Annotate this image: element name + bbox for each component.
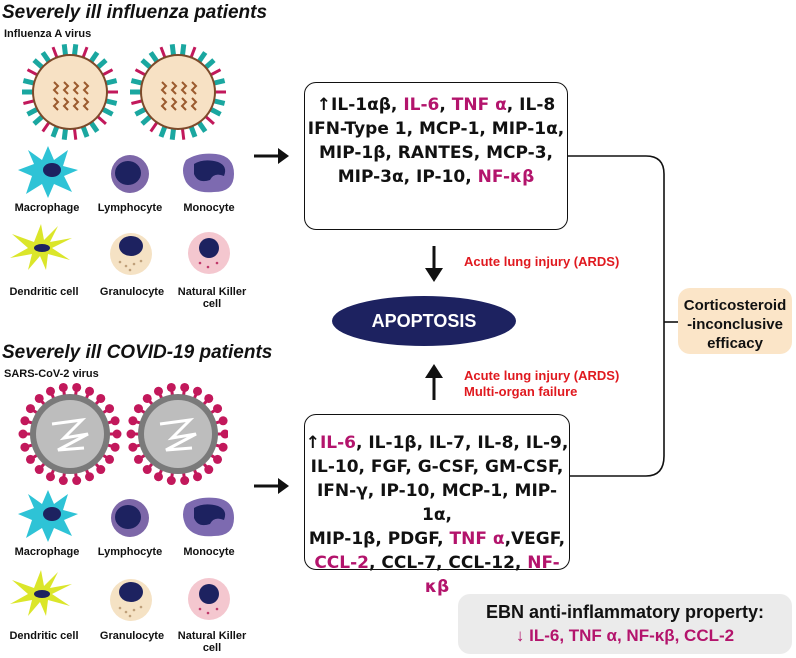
covid-cytokine-box: ↑IL-6, IL-1β, IL-7, IL-8, IL-9,IL-10, FG… (304, 414, 570, 597)
arrow-right-icon (254, 148, 289, 164)
cytokine-line: MIP-1β, PDGF, TNF α,VEGF, (305, 527, 569, 551)
cytokine-line: MIP-3α, IP-10, NF-κβ (305, 165, 567, 189)
covid-virus-label: SARS-CoV-2 virus (4, 368, 99, 380)
cell-label-macrophage: Macrophage (14, 202, 80, 214)
corticosteroid-line-1: Corticosteroid (683, 297, 787, 314)
cytokine-text: MIP-3α, IP-10, (337, 167, 478, 187)
cell-label-natural-killer: Natural Killer cell (177, 630, 247, 654)
lymphocyte-icon (111, 499, 149, 537)
cytokine-line: IFN-γ, IP-10, MCP-1, MIP-1α, (305, 479, 569, 527)
cytokine-line: ↑IL-1αβ, IL-6, TNF α, IL-8 (305, 93, 567, 117)
corticosteroid-box: Corticosteroid -inconclusive efficacy (678, 288, 792, 354)
covid-outcome-multi-organ: Multi-organ failure (464, 384, 578, 399)
highlighted-cytokine: TNF α (451, 95, 507, 115)
cell-label-monocyte: Monocyte (183, 202, 235, 214)
macrophage-icon (18, 490, 78, 542)
cytokine-text: MIP-1β, PDGF, (308, 529, 450, 549)
cytokine-line: ↑IL-6, IL-1β, IL-7, IL-8, IL-9, (305, 431, 569, 455)
lymphocyte-icon (111, 155, 149, 193)
cell-label-lymphocyte: Lymphocyte (97, 202, 163, 214)
arrow-right-icon (254, 478, 289, 494)
ebn-title: EBN anti-inflammatory property: (485, 602, 765, 622)
connector-bracket (568, 155, 678, 477)
monocyte-icon (183, 497, 234, 537)
cytokine-text: IFN-Type 1, MCP-1, MIP-1α, (307, 119, 565, 139)
monocyte-icon (183, 153, 234, 193)
sars-cov-2-virus-illustration (18, 382, 228, 486)
cytokine-text: IL-1αβ, (331, 95, 404, 115)
natural-killer-cell-icon (188, 578, 230, 620)
highlighted-cytokine: CCL-2 (314, 553, 369, 573)
dendritic-cell-icon (10, 224, 72, 270)
cell-label-monocyte: Monocyte (183, 546, 235, 558)
cell-label-granulocyte: Granulocyte (99, 630, 165, 642)
cytokine-text: IFN-γ, IP-10, MCP-1, MIP-1α, (316, 481, 558, 525)
cytokine-line: MIP-1β, RANTES, MCP-3, (305, 141, 567, 165)
highlighted-cytokine: IL-6 (403, 95, 440, 115)
cytokine-text: , CCL-7, CCL-12, (369, 553, 528, 573)
cytokine-text: , IL-1β, IL-7, IL-8, IL-9, (355, 433, 569, 453)
highlighted-cytokine: IL-6 (319, 433, 356, 453)
dendritic-cell-icon (10, 570, 72, 616)
influenza-title: Severely ill influenza patients (2, 2, 268, 23)
ebn-box: EBN anti-inflammatory property: ↓ IL-6, … (458, 594, 792, 654)
cytokine-text: , (439, 95, 452, 115)
corticosteroid-line-2: -inconclusive (687, 316, 783, 333)
highlighted-cytokine: TNF α (449, 529, 505, 549)
cytokine-text: ↑ (305, 433, 320, 453)
natural-killer-cell-icon (188, 232, 230, 274)
cytokine-text: ↑ (316, 95, 332, 115)
highlighted-cytokine: NF-κβ (477, 167, 535, 187)
cell-label-macrophage: Macrophage (14, 546, 80, 558)
cell-label-lymphocyte: Lymphocyte (97, 546, 163, 558)
cytokine-text: ,VEGF, (504, 529, 566, 549)
influenza-virus-illustration (22, 44, 226, 140)
cytokine-text: , IL-8 (506, 95, 556, 115)
granulocyte-icon (110, 579, 152, 621)
arrow-down-icon (425, 246, 443, 282)
influenza-virus-label: Influenza A virus (4, 28, 92, 40)
macrophage-icon (18, 146, 78, 198)
cell-label-dendritic: Dendritic cell (9, 286, 79, 298)
cytokine-line: IFN-Type 1, MCP-1, MIP-1α, (305, 117, 567, 141)
highlighted-cytokine: NF-κβ (424, 553, 560, 597)
cell-label-natural-killer: Natural Killer cell (177, 286, 247, 310)
cytokine-line: CCL-2, CCL-7, CCL-12, NF-κβ (305, 551, 569, 599)
covid-title: Severely ill COVID-19 patients (2, 342, 273, 363)
cytokine-line: IL-10, FGF, G-CSF, GM-CSF, (305, 455, 569, 479)
cell-label-granulocyte: Granulocyte (99, 286, 165, 298)
ebn-line: ↓ IL-6, TNF α, NF-κβ, CCL-2 (515, 626, 735, 645)
arrow-up-icon (425, 364, 443, 400)
granulocyte-icon (110, 233, 152, 275)
influenza-outcome: Acute lung injury (ARDS) (464, 254, 620, 269)
cytokine-text: IL-10, FGF, G-CSF, GM-CSF, (310, 457, 564, 477)
cytokine-text: MIP-1β, RANTES, MCP-3, (318, 143, 554, 163)
corticosteroid-line-3: efficacy (707, 335, 763, 352)
apoptosis-node: APOPTOSIS (332, 296, 516, 346)
covid-outcome-ards: Acute lung injury (ARDS) (464, 368, 620, 383)
cell-label-dendritic: Dendritic cell (9, 630, 79, 642)
